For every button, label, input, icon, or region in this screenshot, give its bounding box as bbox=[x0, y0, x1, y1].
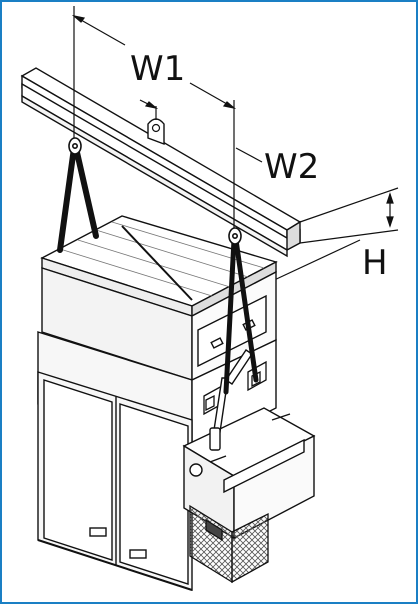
lifting-straps bbox=[57, 145, 259, 395]
label-w1: W1 bbox=[130, 49, 185, 89]
i-beam bbox=[20, 67, 302, 258]
shackles bbox=[68, 137, 242, 245]
mesh-filter bbox=[189, 504, 269, 584]
dimension-w2 bbox=[139, 99, 263, 163]
dimension-w1 bbox=[71, 6, 237, 236]
label-w2: W2 bbox=[264, 147, 319, 187]
dimension-h bbox=[269, 187, 399, 283]
label-h: H bbox=[362, 243, 388, 283]
lifting-lug bbox=[147, 118, 165, 146]
